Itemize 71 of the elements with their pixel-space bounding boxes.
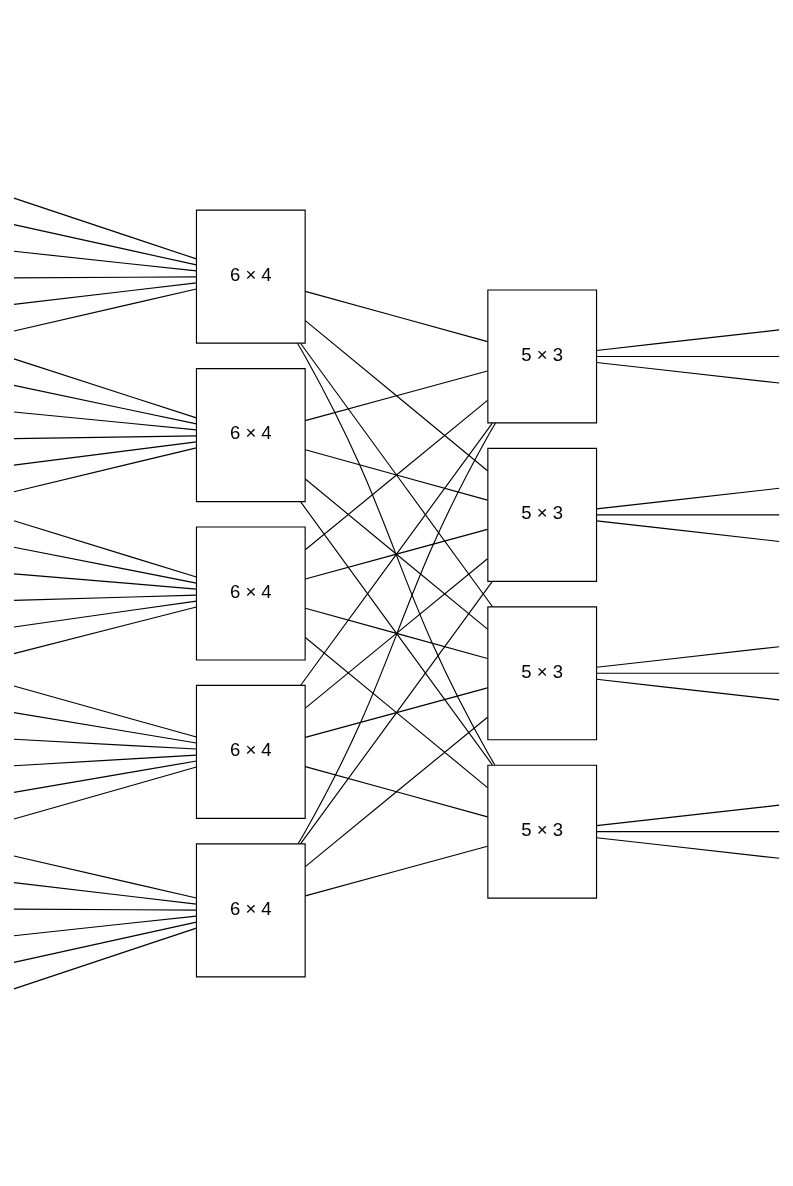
connector [300, 421, 493, 686]
connector [13, 440, 197, 466]
node-box: 5 × 3 [487, 764, 598, 899]
connector [13, 914, 197, 936]
connector [596, 487, 780, 509]
connector [304, 557, 489, 709]
connector [13, 908, 197, 911]
connector [304, 845, 489, 896]
connector [13, 223, 197, 265]
connector [304, 528, 489, 580]
connector [304, 319, 489, 471]
connector [13, 593, 197, 601]
connector [13, 281, 197, 305]
connector [297, 421, 497, 844]
connector [13, 605, 197, 654]
connector [13, 759, 197, 793]
connector [13, 881, 197, 905]
connector [300, 500, 493, 765]
connector [304, 477, 489, 630]
connector [596, 678, 780, 700]
node-box: 6 × 4 [195, 367, 306, 502]
connector [304, 686, 489, 738]
connector [304, 636, 489, 788]
connector [13, 738, 197, 750]
connector [13, 765, 197, 819]
connector [596, 361, 780, 384]
connector [13, 434, 197, 439]
connector [304, 607, 489, 659]
connector [13, 410, 197, 430]
connector [596, 804, 780, 826]
connector [13, 546, 197, 584]
connector [596, 672, 780, 674]
connector [13, 250, 197, 271]
connector [596, 519, 780, 542]
connector [596, 836, 780, 859]
node-box: 6 × 4 [195, 525, 306, 661]
connector [304, 369, 489, 421]
node-box: 6 × 4 [195, 842, 306, 977]
connector [13, 711, 197, 744]
node-box: 6 × 4 [195, 684, 306, 819]
connector [596, 328, 780, 351]
connector [13, 519, 197, 578]
connector [596, 645, 780, 668]
connector [13, 921, 197, 963]
connector [13, 287, 197, 332]
connector [304, 448, 489, 501]
node-box: 5 × 3 [487, 288, 598, 423]
connector [13, 275, 197, 278]
connector [300, 342, 493, 607]
node-box: 5 × 3 [487, 605, 598, 740]
connector [13, 446, 197, 492]
connector [304, 765, 489, 817]
connector [13, 357, 197, 418]
connector [300, 580, 493, 844]
connector [13, 197, 197, 259]
connector [304, 716, 489, 867]
connector [13, 854, 197, 899]
connector [596, 355, 780, 357]
connector [596, 830, 780, 832]
connector [13, 572, 197, 590]
node-box: 6 × 4 [195, 209, 306, 344]
connector [304, 290, 489, 342]
connector [13, 599, 197, 628]
connector [304, 399, 489, 550]
connector [13, 927, 197, 989]
connector [13, 384, 197, 424]
connector [596, 513, 780, 515]
connector [13, 753, 197, 766]
connector [13, 684, 197, 738]
connector [296, 342, 496, 765]
node-box: 5 × 3 [487, 447, 598, 582]
